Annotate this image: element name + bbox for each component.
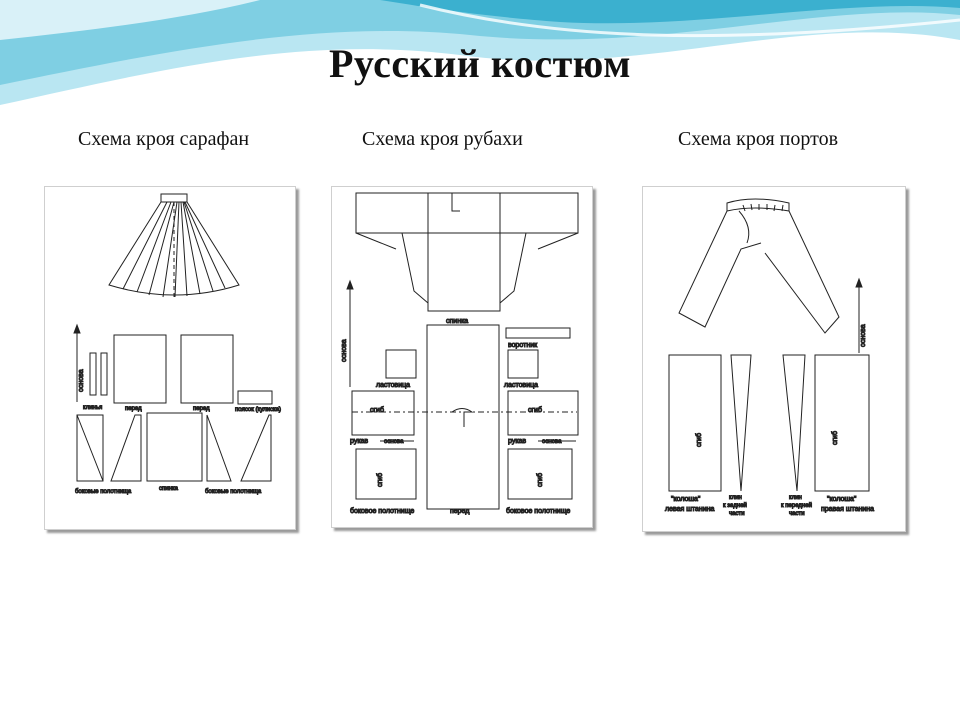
sarafan-osnova-arrow: [73, 323, 81, 402]
porty-label-sgib-right: сгиб: [831, 431, 839, 445]
sarafan-pattern-drawing: основа клинья перед перед поясок (кулиск…: [73, 193, 282, 496]
sarafan-label-osnova: основа: [78, 369, 85, 392]
porty-label-kolosha-left-1: "колоша": [671, 496, 701, 503]
sarafan-label-bokovye-left: боковые полотнища: [75, 489, 132, 495]
sarafan-label-pered-2: перед: [193, 406, 210, 412]
sarafan-label-poyasok: поясок (кулиска): [235, 407, 281, 413]
porty-label-kolosha-right-1: "колоша": [827, 496, 857, 503]
porty-label-klin-per-2: к передней: [781, 502, 812, 509]
rubakha-label-sgib-left: сгиб: [376, 473, 384, 487]
rubakha-label-spinka: спинка: [446, 318, 468, 325]
rubakha-label-sgib-right: сгиб: [536, 473, 544, 487]
rubakha-label-shov-left: сгиб: [370, 406, 384, 414]
slide-title: Русский костюм: [328, 41, 632, 86]
porty-label-klin-per-1: клин: [789, 495, 802, 501]
rubakha-label-osnova: основа: [341, 339, 348, 362]
rubakha-shirt-illustration: [355, 192, 579, 312]
porty-label-klin-zad-3: части: [729, 511, 745, 517]
porty-label-kolosha-right-2: правая штанина: [821, 506, 874, 513]
rubakha-label-bokovoe-left: боковое полотнище: [350, 507, 414, 515]
porty-pants-illustration: [678, 198, 840, 334]
sarafan-label-bokovye-right: боковые полотнища: [205, 489, 262, 495]
sarafan-label-spinka: спинка: [159, 486, 179, 492]
rubakha-label-shov-right: сгиб: [528, 406, 542, 414]
rubakha-label-pered: перед: [450, 508, 469, 515]
sarafan-label-klinya: клинья: [83, 405, 102, 411]
porty-label-klin-zad-1: клин: [729, 495, 742, 501]
header-wave-decoration: [0, 0, 960, 105]
rubakha-pattern-panel: основа спинка воротник ластовица ластови…: [331, 186, 593, 528]
rubakha-label-lastovitsa-right: ластовица: [504, 382, 538, 389]
sarafan-label-pered: перед: [125, 406, 142, 412]
rubakha-label-vorotnik: воротник: [508, 342, 538, 349]
rubakha-label-bokovoe-right: боковое полотнище: [506, 507, 570, 515]
heading-porty: Схема кроя портов: [678, 128, 839, 150]
rubakha-label-lastovitsa-left: ластовица: [376, 382, 410, 389]
porty-pattern-panel: основа сгиб сгиб "колоша" левая штанина …: [642, 186, 906, 532]
heading-sarafan: Схема кроя сарафан: [78, 128, 250, 150]
porty-label-kolosha-left-2: левая штанина: [665, 506, 715, 513]
rubakha-label-rukav-right: рукав: [508, 438, 526, 445]
rubakha-label-osnova-3: основа: [542, 439, 562, 445]
porty-label-klin-zad-2: к задней: [723, 502, 747, 509]
rubakha-label-osnova-2: основа: [384, 439, 404, 445]
porty-pattern-drawing: основа сгиб сгиб "колоша" левая штанина …: [665, 198, 875, 518]
sarafan-pattern-panel: основа клинья перед перед поясок (кулиск…: [44, 186, 296, 530]
sarafan-skirt-illustration: [108, 193, 240, 298]
rubakha-label-rukav-left: рукав: [350, 438, 368, 445]
porty-label-klin-per-3: части: [789, 511, 805, 517]
porty-label-sgib-left: сгиб: [695, 433, 703, 447]
porty-label-osnova: основа: [860, 324, 867, 347]
heading-rubakha: Схема кроя рубахи: [362, 128, 523, 150]
rubakha-pattern-drawing: основа спинка воротник ластовица ластови…: [341, 192, 579, 516]
